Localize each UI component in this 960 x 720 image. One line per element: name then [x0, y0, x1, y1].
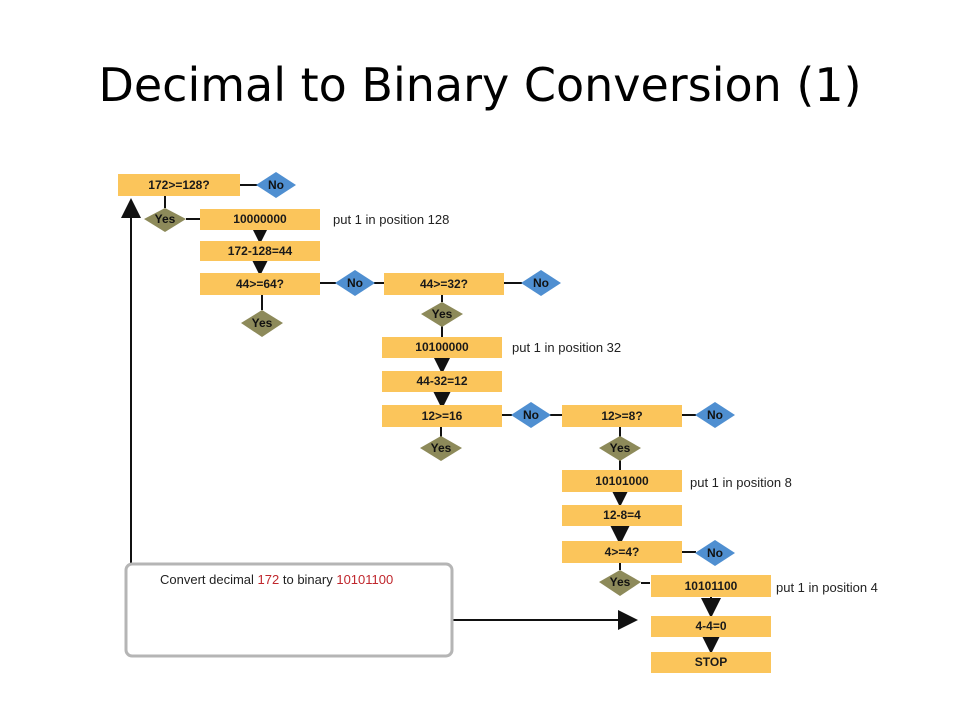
convert-binary: 10101100	[336, 572, 393, 587]
no-label-1: No	[268, 178, 284, 192]
convert-middle: to binary	[279, 572, 336, 587]
no-label-3: No	[533, 276, 549, 290]
yes-diamond-2	[241, 310, 283, 337]
box-s3	[562, 505, 682, 526]
no-diamond-2	[335, 270, 375, 296]
box-q4-label: 12>=16	[422, 409, 463, 423]
box-q6	[562, 541, 682, 563]
box-q5	[562, 405, 682, 427]
yes-label-1: Yes	[155, 212, 176, 226]
yes-label-5: Yes	[610, 441, 631, 455]
box-q1-label: 172>=128?	[148, 178, 209, 192]
yes-label-3: Yes	[432, 307, 453, 321]
box-s4	[651, 616, 771, 637]
box-b3-label: 10101000	[595, 474, 649, 488]
no-diamond-1	[256, 172, 296, 198]
yes-diamond-6	[599, 570, 641, 596]
box-q5-label: 12>=8?	[601, 409, 642, 423]
box-q2	[200, 273, 320, 295]
box-q6-label: 4>=4?	[605, 545, 640, 559]
yes-label-4: Yes	[431, 441, 452, 455]
convert-prefix: Convert decimal	[160, 572, 258, 587]
box-b2-label: 10100000	[415, 340, 469, 354]
box-b3	[562, 470, 682, 492]
convert-text: Convert decimal 172 to binary 10101100	[160, 572, 393, 587]
box-q3	[384, 273, 504, 295]
box-stop-label: STOP	[695, 655, 727, 669]
box-s3-label: 12-8=4	[603, 508, 641, 522]
box-s4-label: 4-4=0	[695, 619, 726, 633]
connectors	[121, 184, 721, 654]
note-8: put 1 in position 8	[690, 475, 792, 490]
page-title: Decimal to Binary Conversion (1)	[98, 58, 862, 112]
no-diamond-6	[695, 540, 735, 566]
no-label-2: No	[347, 276, 363, 290]
yes-diamond-1	[144, 208, 186, 232]
yes-diamond-5	[599, 436, 641, 461]
box-q3-label: 44>=32?	[420, 277, 468, 291]
box-s2	[382, 371, 502, 392]
box-q4	[382, 405, 502, 427]
no-label-4: No	[523, 408, 539, 422]
note-32: put 1 in position 32	[512, 340, 621, 355]
no-label-5: No	[707, 408, 723, 422]
box-s1-label: 172-128=44	[228, 244, 293, 258]
note-128: put 1 in position 128	[333, 212, 449, 227]
box-s2-label: 44-32=12	[416, 374, 467, 388]
box-b2	[382, 337, 502, 358]
yes-diamond-3	[421, 302, 463, 327]
box-b4-label: 10101100	[685, 579, 738, 593]
box-stop	[651, 652, 771, 673]
convert-box	[124, 562, 454, 658]
box-b4	[651, 575, 771, 597]
box-s1	[200, 241, 320, 261]
yes-diamond-4	[420, 436, 462, 461]
box-b1	[200, 209, 320, 230]
yes-label-6: Yes	[610, 575, 631, 589]
no-label-6: No	[707, 546, 723, 560]
no-diamond-3	[521, 270, 561, 296]
box-b1-label: 10000000	[233, 212, 287, 226]
no-diamond-4	[511, 402, 551, 428]
yes-label-2: Yes	[252, 316, 273, 330]
box-q2-label: 44>=64?	[236, 277, 284, 291]
no-diamond-5	[695, 402, 735, 428]
box-q1	[118, 174, 240, 196]
convert-decimal: 172	[258, 572, 280, 587]
note-4: put 1 in position 4	[776, 580, 878, 595]
